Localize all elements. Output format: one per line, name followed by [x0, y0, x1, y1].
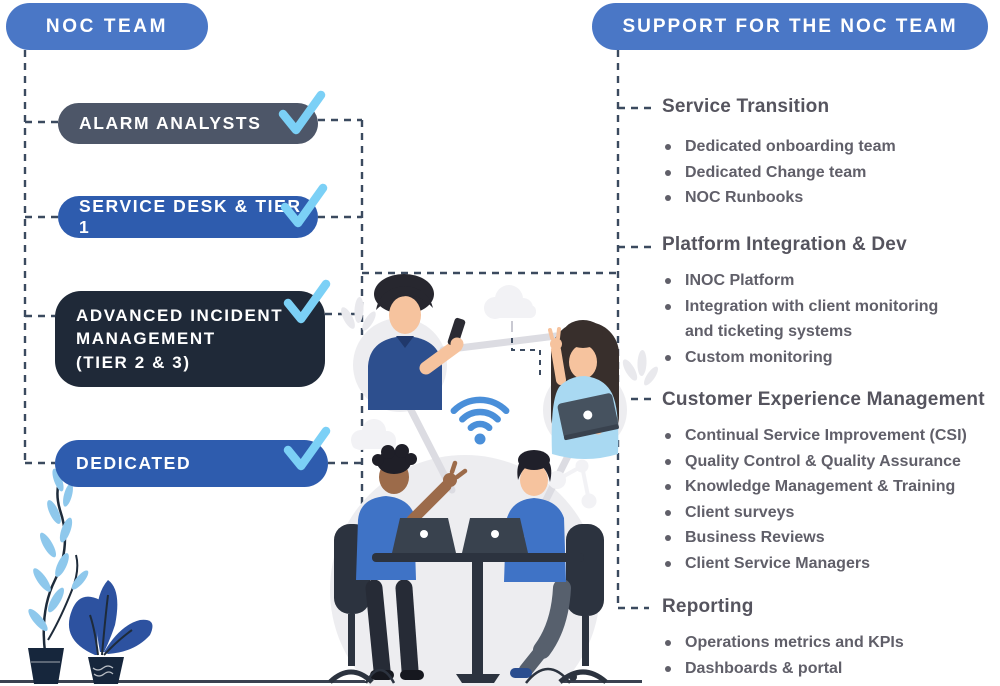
pill-label: ALARM ANALYSTS — [79, 113, 262, 133]
wifi-icon — [450, 396, 510, 445]
section-heading: Customer Experience Management — [662, 389, 985, 410]
pill-dedicated: DEDICATED — [55, 440, 328, 487]
table — [372, 553, 584, 683]
laptop — [557, 393, 619, 441]
man-with-phone — [368, 274, 466, 410]
checkmark-icon — [283, 426, 331, 471]
section-customer-experience: Customer Experience Management Continual… — [662, 387, 992, 576]
list-item: Custom monitoring — [662, 345, 970, 371]
floor-line — [0, 680, 642, 683]
section-heading: Service Transition — [662, 96, 830, 117]
pill-advanced-incident: ADVANCED INCIDENT MANAGEMENT (TIER 2 & 3… — [55, 291, 325, 387]
list-item: INOC Platform — [662, 268, 970, 294]
section-heading: Reporting — [662, 596, 754, 617]
section-heading: Platform Integration & Dev — [662, 234, 907, 255]
list-item: Dedicated Change team — [662, 160, 970, 186]
cloud-icon — [484, 285, 536, 319]
list-item: Dedicated onboarding team — [662, 134, 970, 160]
laptop — [462, 518, 528, 553]
support-title: SUPPORT FOR THE NOC TEAM — [622, 15, 958, 37]
section-reporting: Reporting Operations metrics and KPIs Da… — [662, 594, 992, 681]
list-item: Dashboards & portal — [662, 656, 970, 682]
section-platform-integration: Platform Integration & Dev INOC Platform… — [662, 232, 992, 370]
checkmark-icon — [278, 90, 326, 135]
list-item: NOC Runbooks — [662, 185, 970, 211]
noc-team-header-pill: NOC TEAM — [6, 3, 208, 50]
cable-plug — [569, 673, 577, 681]
woman-with-laptop — [548, 320, 619, 459]
cable-wires — [364, 667, 571, 684]
plant-illustration — [28, 468, 153, 684]
pill-label: ADVANCED INCIDENT MANAGEMENT (TIER 2 & 3… — [76, 305, 284, 372]
list-item: Client Service Managers — [662, 551, 970, 577]
list-item: Integration with client monitoring and t… — [662, 294, 970, 345]
list-item: Continual Service Improvement (CSI) — [662, 423, 970, 449]
cloud-icon — [351, 419, 396, 450]
pill-label: SERVICE DESK & TIER 1 — [79, 196, 302, 237]
list-item: Client surveys — [662, 500, 970, 526]
short-plant — [68, 580, 153, 684]
cloud-dashed-link — [511, 338, 541, 378]
team-collaboration-illustration — [328, 274, 658, 686]
leaf-decoration — [341, 297, 658, 386]
checkmark-icon — [280, 183, 328, 228]
laptop — [392, 518, 456, 553]
pill-label: DEDICATED — [76, 453, 192, 473]
section-service-transition: Service Transition Dedicated onboarding … — [662, 94, 992, 211]
noc-team-title: NOC TEAM — [45, 15, 169, 37]
pill-alarm-analysts: ALARM ANALYSTS — [58, 103, 318, 144]
molecule-icon — [548, 459, 597, 509]
list-item: Operations metrics and KPIs — [662, 630, 970, 656]
checkmark-icon — [283, 279, 331, 324]
list-item: Knowledge Management & Training — [662, 474, 970, 500]
pill-service-desk: SERVICE DESK & TIER 1 — [58, 196, 318, 238]
list-item: Quality Control & Quality Assurance — [662, 449, 970, 475]
chair-right — [558, 524, 608, 684]
support-header-pill: SUPPORT FOR THE NOC TEAM — [592, 3, 988, 50]
list-item: Business Reviews — [662, 525, 970, 551]
tall-plant — [28, 468, 89, 684]
